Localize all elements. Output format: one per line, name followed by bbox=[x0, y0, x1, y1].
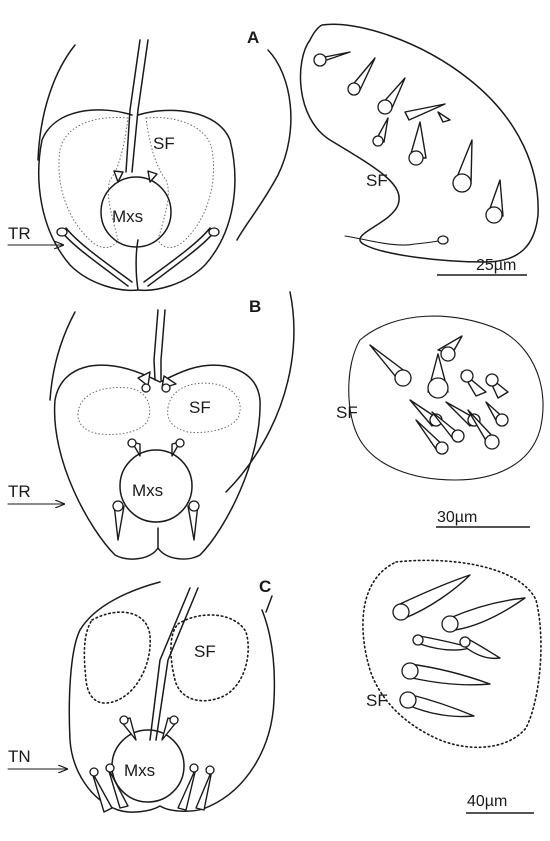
panel-c-tn-label: TN bbox=[8, 747, 31, 766]
panel-b-sf-label: SF bbox=[189, 398, 211, 417]
panel-a-letter: A bbox=[247, 28, 259, 47]
panel-a-tr-label: TR bbox=[8, 224, 31, 243]
panel-a-mxs-label: Mxs bbox=[112, 207, 143, 226]
panel-b-scale-label: 30µm bbox=[437, 509, 477, 526]
panel-b-inset bbox=[348, 315, 544, 481]
panel-b-head-drawing bbox=[49, 291, 295, 560]
panel-c-sf-label: SF bbox=[194, 642, 216, 661]
panel-c-inset bbox=[362, 559, 542, 749]
panel-c-inset-sf-label: SF bbox=[366, 691, 388, 710]
panel-b: B bbox=[7, 291, 544, 560]
panel-a-head-drawing bbox=[37, 39, 292, 292]
panel-c-scale-label: 40µm bbox=[467, 793, 507, 810]
panel-c-letter: C bbox=[259, 577, 271, 596]
panel-b-letter: B bbox=[249, 297, 261, 316]
panel-a-sf-label: SF bbox=[153, 134, 175, 153]
panel-c: C SF bbox=[7, 559, 542, 814]
panel-a-scale-label: 25µm bbox=[476, 257, 516, 274]
panel-b-tr-label: TR bbox=[8, 482, 31, 501]
panel-a-inset bbox=[299, 23, 539, 263]
panel-b-mxs-label: Mxs bbox=[132, 481, 163, 500]
panel-a-inset-sf-label: SF bbox=[366, 171, 388, 190]
panel-c-head-drawing bbox=[68, 581, 276, 813]
panel-b-inset-sf-label: SF bbox=[336, 403, 358, 422]
panel-c-mxs-label: Mxs bbox=[124, 761, 155, 780]
panel-a: A SF Mxs bbox=[7, 23, 539, 292]
